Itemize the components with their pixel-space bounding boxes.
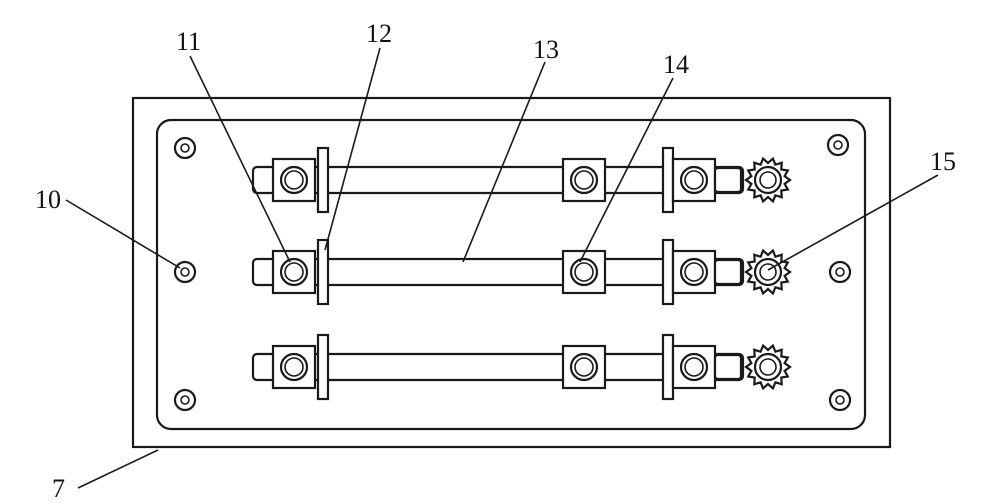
rod-assemblies xyxy=(251,146,792,401)
label-12: 12 xyxy=(366,19,392,48)
leader-line-13 xyxy=(462,61,546,263)
gear-nut-ring xyxy=(753,165,783,195)
bolt-block-right-body xyxy=(671,249,717,295)
bolt-block-middle-bolt-outer xyxy=(569,352,599,382)
bolt-block-right xyxy=(671,344,717,390)
gear-nut xyxy=(744,248,792,296)
gear-nut xyxy=(744,343,792,391)
bolt-block-middle-bolt-inner xyxy=(574,357,594,377)
bolt-block-left-body xyxy=(271,344,317,390)
bolt-block-right-body xyxy=(671,344,717,390)
end-cap xyxy=(713,258,743,286)
mount-hole-left-bottom xyxy=(173,388,197,412)
bolt-block-right xyxy=(671,249,717,295)
clamp-plate-left xyxy=(316,333,330,401)
bolt-block-right-bolt-outer xyxy=(679,257,709,287)
bolt-block-left-bolt-outer xyxy=(279,352,309,382)
label-14: 14 xyxy=(663,50,689,79)
gear-nut-ring xyxy=(753,352,783,382)
rod-assembly-1 xyxy=(251,146,792,214)
rod-bar xyxy=(251,257,745,287)
leader-line-11 xyxy=(189,55,291,263)
mount-hole-right-middle xyxy=(828,260,852,284)
mount-hole-right-top xyxy=(826,133,850,157)
bolt-block-right-bolt-outer xyxy=(679,165,709,195)
bolt-block-right-bolt-outer xyxy=(679,352,709,382)
rod-assembly-2 xyxy=(251,238,792,306)
leader-line-10 xyxy=(65,199,181,269)
bolt-block-middle xyxy=(561,157,607,203)
gear-nut-bore xyxy=(759,171,777,189)
gear-nut-teeth xyxy=(744,343,792,391)
bolt-block-left-bolt-inner xyxy=(284,170,304,190)
base-plate xyxy=(131,96,892,449)
bolt-block-right xyxy=(671,157,717,203)
bolt-block-left-body xyxy=(271,157,317,203)
bolt-block-left xyxy=(271,249,317,295)
leader-line-15 xyxy=(767,174,939,271)
leader-line-14 xyxy=(579,77,674,263)
bolt-block-middle-bolt-inner xyxy=(574,170,594,190)
clamp-plate-right xyxy=(661,238,675,306)
bolt-block-right-body xyxy=(671,157,717,203)
gear-nut-teeth xyxy=(744,156,792,204)
clamp-plate-right xyxy=(661,333,675,401)
bolt-block-middle-bolt-outer xyxy=(569,257,599,287)
clamp-plate-right xyxy=(661,146,675,214)
bolt-block-middle-body xyxy=(561,157,607,203)
gear-nut-teeth xyxy=(744,248,792,296)
bolt-block-left xyxy=(271,157,317,203)
leader-line-12 xyxy=(324,47,381,251)
bolt-block-left-bolt-inner xyxy=(284,357,304,377)
bolt-block-left-bolt-inner xyxy=(284,262,304,282)
bolt-block-left-body xyxy=(271,249,317,295)
end-cap xyxy=(713,166,743,194)
mount-hole-left-top xyxy=(173,136,197,160)
mount-hole-right-bottom xyxy=(828,388,852,412)
gear-nut xyxy=(744,156,792,204)
rod-bar xyxy=(251,352,745,382)
bolt-block-middle xyxy=(561,249,607,295)
bolt-block-left-bolt-outer xyxy=(279,165,309,195)
gear-nut-bore xyxy=(759,358,777,376)
bolt-block-middle-body xyxy=(561,344,607,390)
label-15: 15 xyxy=(930,147,956,176)
bolt-block-middle-bolt-outer xyxy=(569,165,599,195)
end-cap xyxy=(713,353,743,381)
bolt-block-middle-bolt-inner xyxy=(574,262,594,282)
label-11: 11 xyxy=(176,27,201,56)
gear-nut-bore xyxy=(759,263,777,281)
inner-frame xyxy=(155,118,867,431)
mount-hole-left-middle xyxy=(173,260,197,284)
leader-line-7 xyxy=(77,449,159,489)
bolt-block-right-bolt-inner xyxy=(684,262,704,282)
bolt-block-left xyxy=(271,344,317,390)
bolt-block-right-bolt-inner xyxy=(684,357,704,377)
bolt-block-left-bolt-outer xyxy=(279,257,309,287)
bolt-block-middle xyxy=(561,344,607,390)
gear-nut-ring xyxy=(753,257,783,287)
label-13: 13 xyxy=(533,35,559,64)
bolt-block-right-bolt-inner xyxy=(684,170,704,190)
clamp-plate-left xyxy=(316,238,330,306)
label-10: 10 xyxy=(35,185,61,214)
rod-bar xyxy=(251,165,745,195)
rod-assembly-3 xyxy=(251,333,792,401)
clamp-plate-left xyxy=(316,146,330,214)
label-7: 7 xyxy=(52,474,65,498)
bolt-block-middle-body xyxy=(561,249,607,295)
